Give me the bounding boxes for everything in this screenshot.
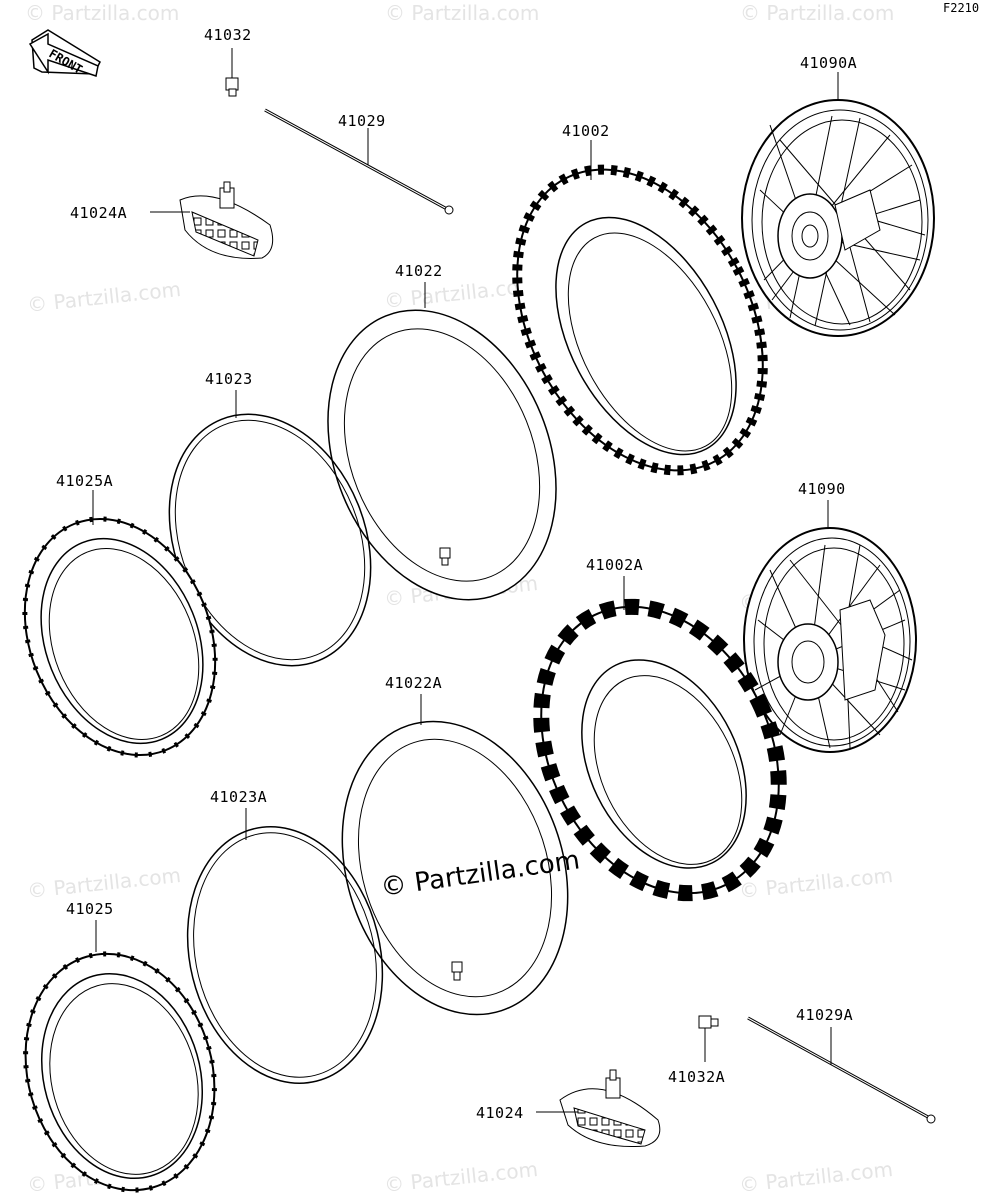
watermark: © Partzilla.com: [738, 1157, 894, 1197]
watermark: © Partzilla.com: [26, 863, 182, 903]
part-label-41002A[interactable]: 41002A: [586, 556, 643, 574]
part-label-41029[interactable]: 41029: [338, 112, 386, 130]
rim-strip-part-41023A: [186, 808, 384, 1084]
part-label-41023A[interactable]: 41023A: [210, 788, 267, 806]
rim-lock-part-41024: [536, 1069, 661, 1148]
rim-part-41025: [23, 920, 217, 1193]
part-label-41029A[interactable]: 41029A: [796, 1006, 853, 1024]
rim-lock-part-41024A: [150, 181, 274, 259]
wheel-part-41090A: [741, 72, 935, 337]
watermark: © Partzilla.com: [740, 1, 894, 25]
part-label-41022[interactable]: 41022: [395, 262, 443, 280]
part-label-41090[interactable]: 41090: [798, 480, 846, 498]
part-label-41002[interactable]: 41002: [562, 122, 610, 140]
part-label-41032[interactable]: 41032: [204, 26, 252, 44]
watermark: © Partzilla.com: [383, 1157, 539, 1197]
valve-part-41032: [225, 48, 239, 97]
diagram-code: F2210: [943, 1, 979, 15]
part-label-41025[interactable]: 41025: [66, 900, 114, 918]
front-arrow-icon: FRONT: [28, 29, 101, 77]
part-label-41024[interactable]: 41024: [476, 1104, 524, 1122]
tube-part-41022: [327, 282, 557, 601]
tire-part-41002: [512, 140, 768, 476]
tire-part-41002A: [533, 576, 787, 902]
part-label-41024A[interactable]: 41024A: [70, 204, 127, 222]
part-label-41025A[interactable]: 41025A: [56, 472, 113, 490]
watermark: © Partzilla.com: [26, 277, 182, 317]
watermark: © Partzilla.com: [738, 863, 894, 903]
valve-part-41032A: [698, 1015, 719, 1062]
part-label-41022A[interactable]: 41022A: [385, 674, 442, 692]
part-labels: 41032 41029 41024A 41002 41090A 41022 41…: [56, 26, 857, 1122]
rim-part-41025A: [22, 490, 218, 758]
spoke-part-41029A: [747, 1016, 936, 1124]
part-label-41032A[interactable]: 41032A: [668, 1068, 725, 1086]
wheel-part-41090: [743, 500, 917, 753]
watermark: © Partzilla.com: [25, 1, 179, 25]
spoke-part-41029: [264, 108, 454, 215]
part-label-41023[interactable]: 41023: [205, 370, 253, 388]
tube-part-41022A: [341, 694, 569, 1016]
watermark: © Partzilla.com: [385, 1, 539, 25]
part-label-41090A[interactable]: 41090A: [800, 54, 857, 72]
